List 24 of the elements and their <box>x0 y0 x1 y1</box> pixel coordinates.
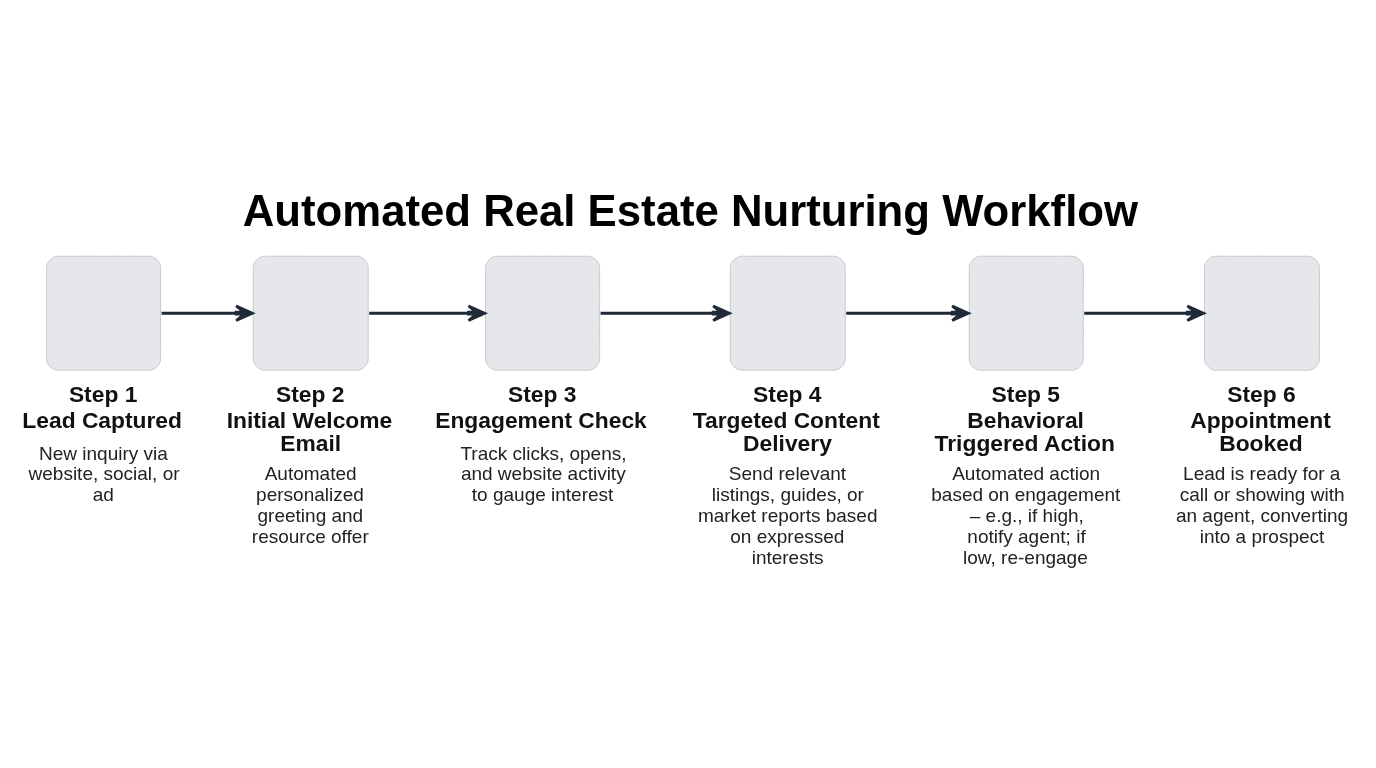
node-label: Step 3 <box>507 380 577 407</box>
node-label: Targeted Content Delivery <box>692 406 880 456</box>
arrow <box>846 304 970 322</box>
node-label: Track clicks, opens, and website activity to gauge interest <box>460 442 627 505</box>
node-label: Lead Captured <box>22 406 182 433</box>
arrow <box>369 304 487 322</box>
node-label: New inquiry via website, social, or ad <box>28 442 180 505</box>
node-label: Lead is ready for a call or showing with an agent, converting into a prospect <box>1175 462 1349 547</box>
node-label: Automated action based on engagement – e.g., if high, notify agent; if low, re-engage <box>931 462 1121 568</box>
node-label: Automated personalized greeting and resource offer <box>251 462 369 547</box>
node-label: Step 5 <box>991 380 1061 407</box>
node-label: Initial Welcome Email <box>226 406 393 456</box>
node-label: Engagement Check <box>435 406 647 433</box>
node-label: Behavioral Triggered Action <box>934 406 1115 456</box>
node-label: Step 4 <box>753 380 822 407</box>
arrow <box>1084 304 1205 322</box>
node-label: Step 1 <box>68 380 138 407</box>
arrow <box>161 304 254 322</box>
node-label: Appointment Booked <box>1190 406 1331 456</box>
arrow <box>600 304 731 322</box>
node-label: Step 2 <box>276 380 345 407</box>
diagram-title: Automated Real Estate Nurturing Workflow <box>242 185 1139 235</box>
node-label: Send relevant listings, guides, or market reports based on expressed interests <box>697 462 878 568</box>
node-label: Step 6 <box>1227 380 1296 407</box>
